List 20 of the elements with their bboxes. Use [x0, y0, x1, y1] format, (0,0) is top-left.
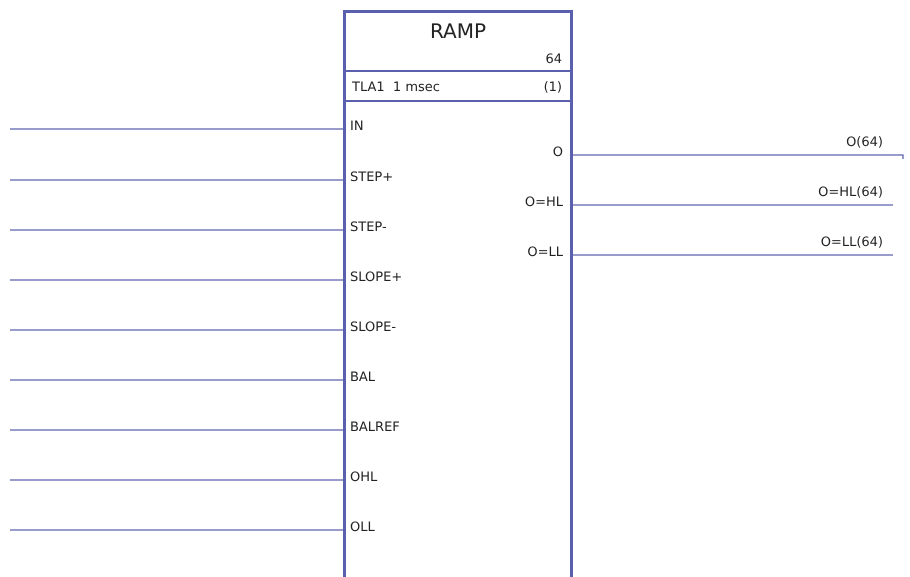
input-pin-label: OHL — [346, 470, 378, 486]
edge-label: O=LL(64) — [820, 235, 883, 251]
task-label: TLA1 1 msec — [352, 79, 440, 96]
output-pin-label: O=LL — [527, 245, 570, 261]
task-number: (1) — [544, 79, 562, 96]
edge-label: O=HL(64) — [818, 185, 883, 201]
input-pin-label: BAL — [346, 370, 376, 386]
block-number: 64 — [545, 51, 562, 68]
block-title: RAMP — [428, 19, 488, 43]
output-pin-label: O — [552, 145, 570, 161]
input-pin-label: IN — [346, 119, 364, 135]
input-pin-label: SLOPE- — [346, 320, 396, 336]
output-pin-label: O=HL — [524, 195, 570, 211]
input-pin-label: OLL — [346, 520, 375, 536]
input-pin-label: STEP+ — [346, 170, 394, 186]
input-pin-label: BALREF — [346, 420, 400, 436]
function-block — [343, 10, 573, 577]
input-pin-label: SLOPE+ — [346, 270, 402, 286]
edge-label: O(64) — [846, 135, 883, 151]
input-pin-label: STEP- — [346, 220, 387, 236]
